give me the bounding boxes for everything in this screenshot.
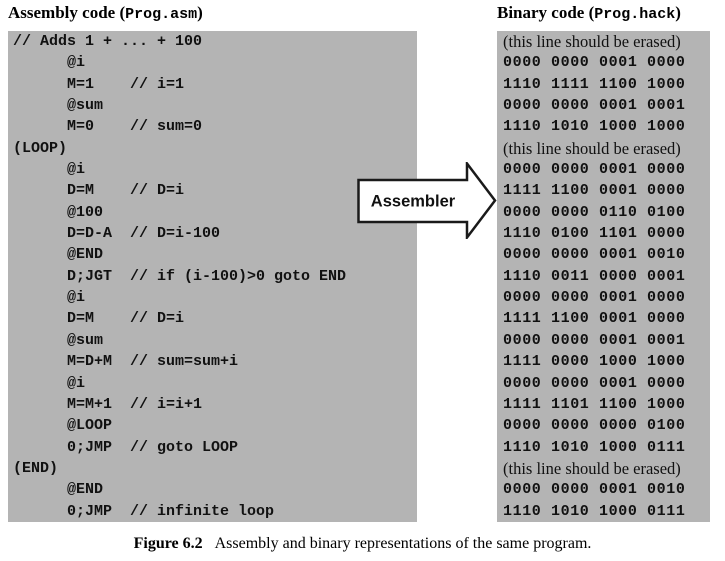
assembly-line: // Adds 1 + ... + 100: [13, 33, 203, 50]
assembly-line: @100: [13, 203, 104, 221]
figure-caption: Figure 6.2 Assembly and binary representa…: [0, 535, 725, 553]
binary-row: 1110 1010 1000 0111: [503, 438, 686, 456]
binary-row: (this line should be erased): [503, 32, 681, 51]
assembly-line: @sum: [13, 97, 104, 115]
binary-row: 1111 1100 0001 0000: [503, 310, 686, 328]
assembly-line: M=1 // i=1: [13, 75, 185, 93]
binary-row: 1110 1010 1000 1000: [503, 118, 686, 136]
binary-row: 0000 0000 0000 0100: [503, 417, 686, 435]
assembly-line: @i: [13, 374, 86, 392]
figure-caption-number: Figure 6.2: [133, 535, 203, 552]
assembly-line: D=D-A // D=i-100: [13, 225, 221, 243]
assembly-line: M=D+M // sum=sum+i: [13, 353, 239, 371]
binary-row: 0000 0000 0001 0001: [503, 97, 686, 115]
binary-row: 0000 0000 0110 0100: [503, 203, 686, 221]
binary-row: 0000 0000 0001 0001: [503, 331, 686, 349]
assembly-line: (END): [13, 459, 59, 477]
assembler-arrow-icon: Assembler: [357, 162, 497, 239]
binary-row: 1111 0000 1000 1000: [503, 353, 686, 371]
binary-code-title: Binary code (Prog.hack): [497, 3, 681, 23]
assembly-line: @END: [13, 246, 104, 264]
assembly-line: M=0 // sum=0: [13, 118, 203, 136]
binary-row: 1110 0011 0000 0001: [503, 267, 686, 285]
binary-row: 0000 0000 0001 0010: [503, 481, 686, 499]
binary-row: 0000 0000 0001 0000: [503, 161, 686, 179]
binary-row: 1111 1100 0001 0000: [503, 182, 686, 200]
assembly-line: 0;JMP // infinite loop: [13, 502, 275, 520]
binary-filename: Prog.hack: [594, 6, 676, 23]
binary-row: 1111 1101 1100 1000: [503, 395, 686, 413]
arrow-shape: [357, 162, 497, 239]
binary-panel: (this line should be erased) 0000 0000 0…: [497, 31, 710, 522]
assembly-panel: // Adds 1 + ... + 100 @i M=1 // i=1 @sum…: [8, 31, 417, 522]
assembly-line: @END: [13, 481, 104, 499]
binary-title-prefix: Binary code (: [497, 3, 595, 22]
assembler-arrow-label: Assembler: [371, 193, 456, 211]
figure-caption-text: Assembly and binary representations of t…: [214, 535, 592, 552]
assembly-line: @i: [13, 289, 86, 307]
assembly-line: M=M+1 // i=i+1: [13, 395, 203, 413]
assembly-filename: Prog.asm: [125, 6, 198, 23]
binary-row: 0000 0000 0001 0000: [503, 374, 686, 392]
assembly-line: 0;JMP // goto LOOP: [13, 438, 239, 456]
assembly-line: @sum: [13, 331, 104, 349]
binary-row: 1110 1010 1000 0111: [503, 502, 686, 520]
assembly-title-prefix: Assembly code (: [8, 3, 126, 22]
binary-title-suffix: ): [675, 3, 681, 22]
assembly-line: D=M // D=i: [13, 182, 185, 200]
assembly-line: @i: [13, 54, 86, 72]
binary-row: 0000 0000 0001 0010: [503, 246, 686, 264]
assembly-title-suffix: ): [197, 3, 203, 22]
assembly-line: @i: [13, 161, 86, 179]
assembly-line: @LOOP: [13, 417, 113, 435]
assembly-code-title: Assembly code (Prog.asm): [8, 3, 203, 23]
binary-row: 0000 0000 0001 0000: [503, 54, 686, 72]
binary-row: (this line should be erased): [503, 138, 681, 158]
assembly-line: D;JGT // if (i-100)>0 goto END: [13, 267, 347, 285]
binary-row: (this line should be erased): [503, 458, 681, 478]
binary-row: 0000 0000 0001 0000: [503, 289, 686, 307]
binary-row: 1110 0100 1101 0000: [503, 225, 686, 243]
assembly-line: (LOOP): [13, 139, 68, 157]
assembly-line: D=M // D=i: [13, 310, 185, 328]
binary-row: 1110 1111 1100 1000: [503, 75, 686, 93]
